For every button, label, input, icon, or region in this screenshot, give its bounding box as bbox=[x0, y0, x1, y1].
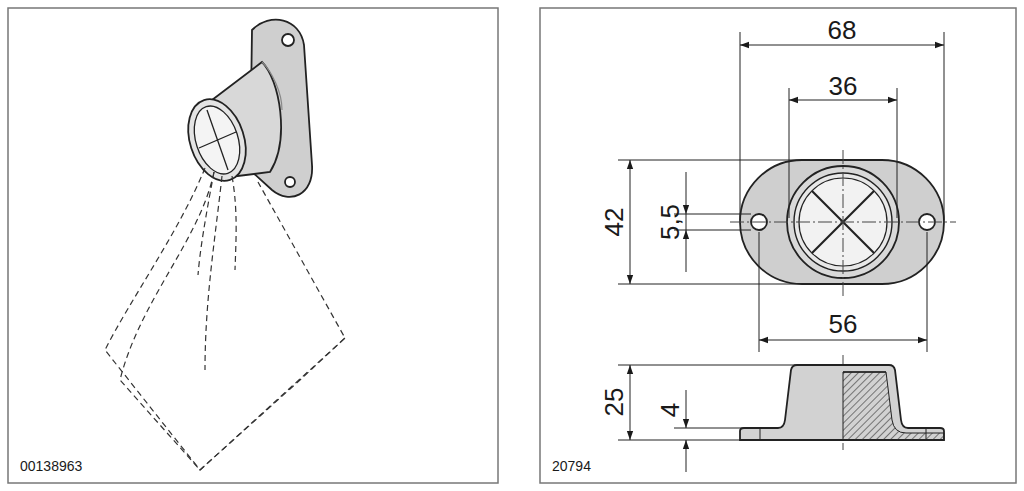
dimension-value: 42 bbox=[601, 208, 627, 237]
figure-number: 00138963 bbox=[20, 459, 82, 473]
dimension-lines bbox=[630, 45, 944, 472]
nozzle-illustration bbox=[178, 20, 312, 197]
flange-side-view bbox=[740, 365, 944, 440]
dimension-value: 68 bbox=[828, 17, 857, 43]
center-lines bbox=[730, 150, 956, 450]
panel-frame bbox=[8, 8, 498, 483]
dimension-value: 4 bbox=[657, 403, 683, 417]
spray-lines bbox=[105, 168, 345, 470]
dimension-value: 5,5 bbox=[657, 204, 683, 240]
dimension-value: 56 bbox=[829, 311, 858, 337]
dimension-value: 36 bbox=[829, 73, 858, 99]
dimension-value: 25 bbox=[601, 388, 627, 417]
extension-lines bbox=[618, 32, 944, 440]
figure-number: 20794 bbox=[552, 459, 591, 473]
panel-frame bbox=[540, 8, 1016, 483]
